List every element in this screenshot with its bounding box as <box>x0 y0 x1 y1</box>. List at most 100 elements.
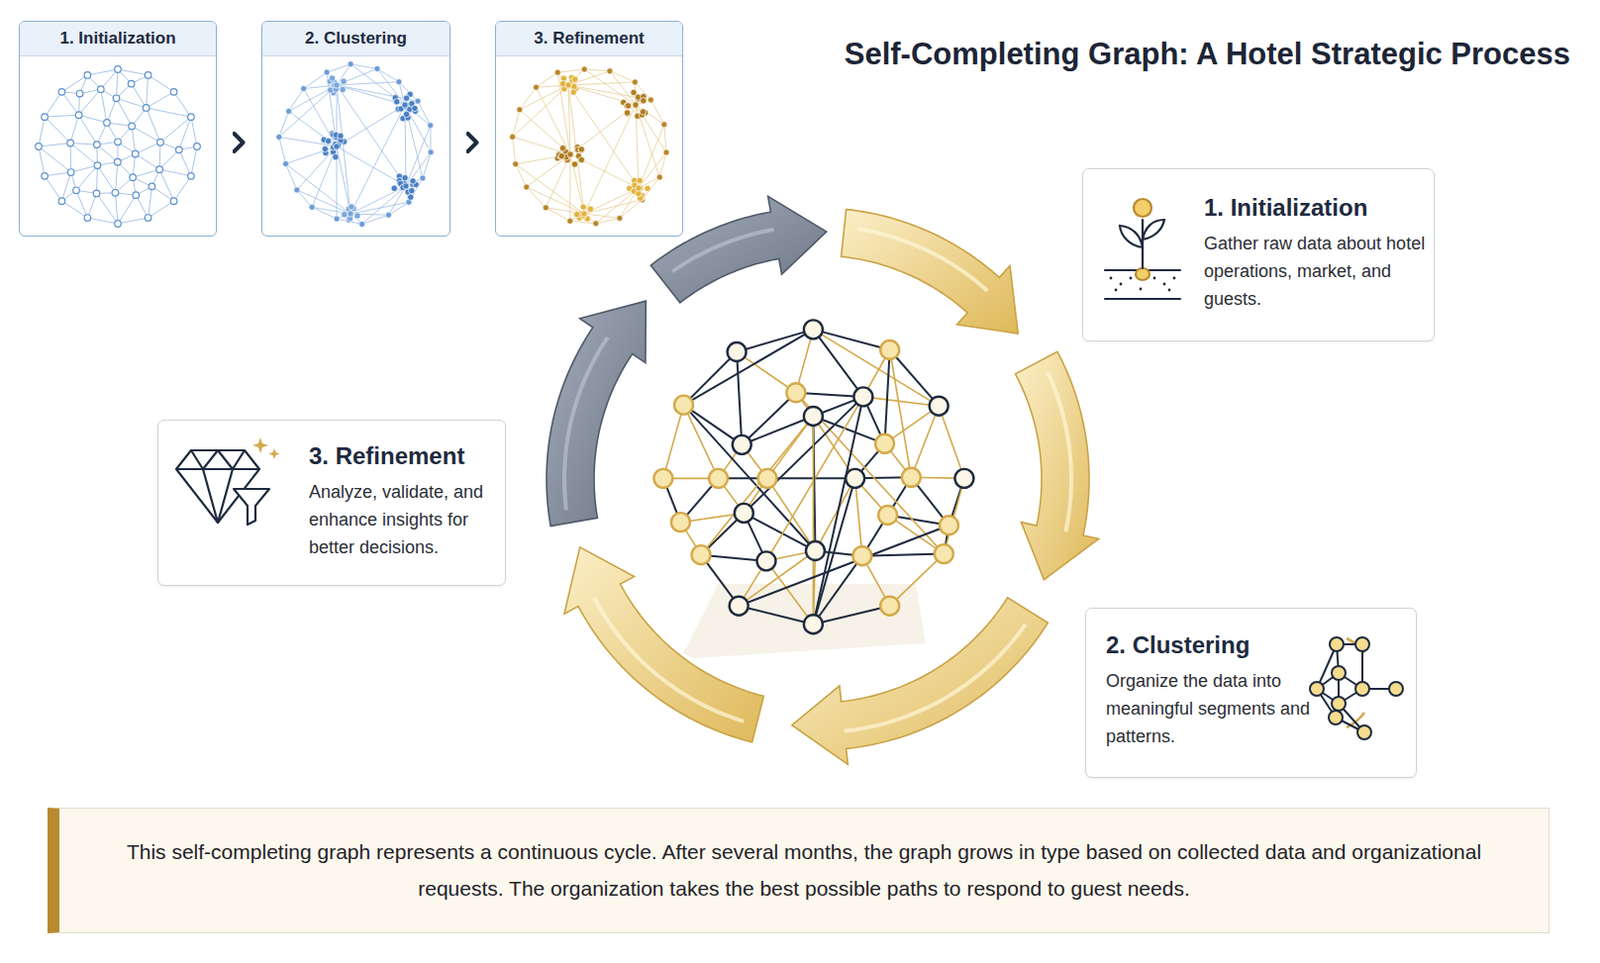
cluster-link <box>568 85 571 155</box>
network-node <box>901 468 921 488</box>
diamond-funnel-icon <box>176 437 281 525</box>
cluster-link <box>326 72 337 86</box>
mesh-node <box>75 111 83 119</box>
network-link <box>684 404 719 479</box>
network-node <box>875 434 895 454</box>
cluster-node <box>624 102 631 109</box>
cluster-link <box>289 89 304 112</box>
cluster-link <box>404 100 418 105</box>
cluster-link <box>526 154 571 188</box>
cluster-node <box>330 89 337 96</box>
network-link <box>910 405 939 478</box>
card-text: 2. ClusteringOrganize the data into mean… <box>1105 631 1316 752</box>
network-node <box>878 505 898 525</box>
network-link <box>885 405 940 444</box>
network-link <box>718 444 743 479</box>
mesh-node <box>128 122 136 130</box>
cluster-node <box>565 82 572 89</box>
cluster-node <box>626 185 633 192</box>
cluster-link <box>638 177 660 189</box>
cluster-link <box>405 125 431 187</box>
network-link <box>767 477 856 480</box>
cluster-node <box>575 146 582 153</box>
network-link <box>890 554 945 607</box>
cluster-node <box>332 142 339 149</box>
sprout-icon-part-part <box>1109 277 1113 281</box>
cluster-node <box>516 106 523 113</box>
cluster-link <box>362 186 406 224</box>
sprout-icon-part <box>1133 199 1152 217</box>
cluster-link <box>404 104 431 153</box>
cluster-node <box>567 217 574 224</box>
network-link <box>812 551 815 625</box>
cluster-node <box>624 110 631 117</box>
cluster-link <box>336 85 405 105</box>
cluster-node <box>636 177 643 184</box>
cluster-link <box>336 85 418 101</box>
cluster-node <box>409 181 416 188</box>
network-link <box>766 551 815 562</box>
network-node <box>954 469 974 489</box>
diamond-funnel-icon-part <box>233 489 270 525</box>
diamond-funnel-icon-part <box>176 450 260 523</box>
network-link <box>855 477 912 479</box>
cluster-link <box>350 213 389 215</box>
cluster-node <box>577 212 584 219</box>
mesh-node <box>144 72 152 80</box>
cluster-link <box>635 104 665 125</box>
cluster-link <box>535 87 571 155</box>
cluster-node <box>630 177 637 184</box>
cluster-link <box>584 213 597 224</box>
network-link <box>812 605 890 625</box>
cluster-link <box>336 85 338 147</box>
mesh-node <box>35 143 43 151</box>
cluster-node <box>564 156 571 163</box>
cluster-link <box>638 152 667 189</box>
step-description: Organize the data into meaningful segmen… <box>1105 668 1316 752</box>
cluster-node <box>340 138 347 145</box>
diamond-funnel-icon-part <box>252 437 269 454</box>
cluster-node <box>412 181 419 188</box>
cluster-node <box>331 79 338 86</box>
cluster-node <box>556 151 563 158</box>
network-link <box>812 415 815 624</box>
cluster-node <box>320 136 327 143</box>
cluster-node <box>406 91 413 98</box>
cluster-link <box>512 136 516 165</box>
cluster-link <box>570 154 639 189</box>
cluster-node <box>374 65 381 72</box>
cluster-node <box>636 195 643 201</box>
network-link <box>700 555 767 562</box>
cluster-node <box>385 211 392 218</box>
cluster-link <box>336 104 405 147</box>
cluster-node <box>641 109 648 116</box>
card-text: 1. InitializationGather raw data about h… <box>1203 194 1430 314</box>
network-link <box>948 478 964 525</box>
mesh-node <box>156 166 164 174</box>
cluster-link <box>635 104 660 178</box>
network-node <box>803 319 823 339</box>
mesh-node <box>112 95 120 102</box>
cluster-node <box>402 183 409 190</box>
cluster-link <box>388 201 408 215</box>
stage-thumbnail: 3. Refinement <box>495 20 684 237</box>
network-link <box>938 405 965 479</box>
cluster-link <box>405 186 409 202</box>
network-link <box>888 514 950 525</box>
mesh-node <box>93 190 100 198</box>
cluster-link <box>279 136 287 164</box>
network-link <box>738 525 949 606</box>
cluster-link <box>619 200 643 218</box>
mesh-links <box>38 69 198 224</box>
mesh-node <box>76 90 84 98</box>
cluster-node <box>359 220 366 227</box>
cluster-graph <box>509 66 670 227</box>
cluster-node <box>616 214 623 221</box>
cluster-link <box>596 188 639 224</box>
cluster-node <box>581 210 588 217</box>
network-link <box>766 397 864 562</box>
mesh-node <box>94 162 101 170</box>
flow-chevron <box>216 141 262 144</box>
cluster-node <box>345 205 352 212</box>
network-node <box>732 435 752 455</box>
